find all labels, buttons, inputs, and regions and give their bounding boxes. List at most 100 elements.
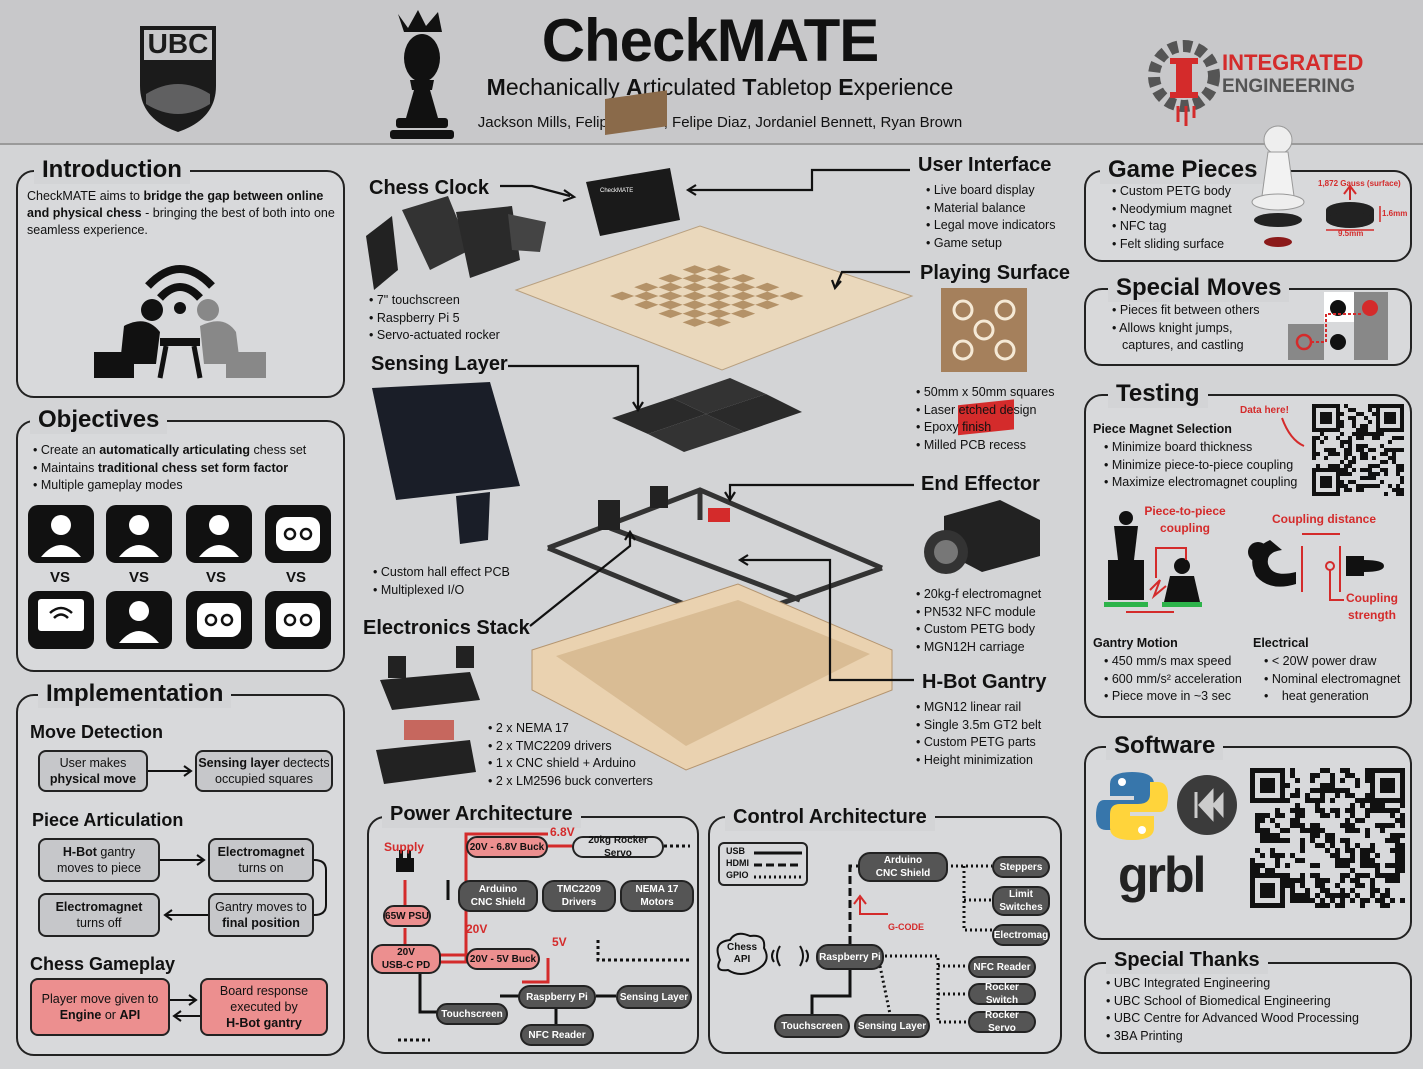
qr-module [1270, 848, 1275, 853]
software-qr-code[interactable] [1250, 768, 1406, 910]
qr-module [1392, 456, 1396, 460]
qr-module [1260, 838, 1265, 843]
electrical-list: < 20W power draw Nominal electromagnet h… [1264, 653, 1401, 706]
list-item: heat generation [1264, 688, 1400, 706]
qr-module [1330, 773, 1335, 778]
qr-module [1364, 476, 1368, 480]
page-subtitle: Mechanically Articulated Tabletop Experi… [486, 74, 954, 100]
pms-list: Minimize board thickness Minimize piece-… [1104, 439, 1298, 492]
qr-module [1335, 793, 1340, 798]
qr-module [1295, 803, 1300, 808]
qr-module [1340, 878, 1345, 883]
qr-module [1320, 808, 1325, 813]
list-item: NFC tag [1112, 218, 1232, 236]
special-moves-title: Special Moves [1108, 274, 1290, 302]
qr-module [1360, 484, 1364, 488]
qr-module [1380, 898, 1385, 903]
qr-module [1310, 788, 1315, 793]
qr-module [1345, 788, 1350, 793]
qr-module [1325, 833, 1330, 838]
list-item: Maximize electromagnet coupling [1104, 474, 1298, 492]
qr-module [1260, 863, 1265, 868]
qr-module [1336, 436, 1340, 440]
qr-module [1348, 460, 1352, 464]
qr-module [1380, 823, 1385, 828]
qr-module [1320, 813, 1325, 818]
qr-module [1364, 468, 1368, 472]
hbot-gantry-list: MGN12 linear rail Single 3.5m GT2 belt C… [916, 699, 1041, 769]
qr-module [1290, 823, 1295, 828]
qr-module [1305, 898, 1310, 903]
page-title: CheckMATE [541, 7, 880, 74]
control-touchscreen-node: Touchscreen [774, 1014, 850, 1038]
qr-module [1360, 476, 1364, 480]
gantry-motion-title: Gantry Motion [1093, 636, 1178, 650]
qr-module [1312, 436, 1316, 440]
list-item: Allows knight jumps, captures, and castl… [1112, 320, 1282, 355]
raspberry-pi-node: Raspberry Pi [518, 985, 596, 1009]
qr-module [1270, 818, 1275, 823]
qr-module [1350, 828, 1355, 833]
qr-module [1345, 808, 1350, 813]
qr-module [1388, 440, 1392, 444]
qr-module [1345, 793, 1350, 798]
qr-module [1365, 773, 1370, 778]
qr-module [1345, 858, 1350, 863]
qr-module [1328, 448, 1332, 452]
qr-module [1380, 468, 1384, 472]
electronics-stack-list: 2 x NEMA 17 2 x TMC2209 drivers 1 x CNC … [488, 720, 653, 790]
board-square [658, 291, 683, 301]
control-wires [0, 0, 992, 1024]
game-pieces-title: Game Pieces [1100, 156, 1266, 184]
qr-module [1400, 436, 1404, 440]
qr-module [1295, 893, 1300, 898]
qr-module [1400, 476, 1404, 480]
qr-module [1352, 416, 1356, 420]
list-item: Minimize board thickness [1104, 439, 1297, 457]
qr-module [1310, 833, 1315, 838]
qr-module [1310, 823, 1315, 828]
qr-module [1340, 420, 1344, 424]
qr-module [1365, 848, 1370, 853]
electronics-stack-title: Electronics Stack [363, 617, 530, 639]
special-move-diagram [0, 0, 1388, 360]
rocker-switch-node: Rocker Switch [968, 982, 1036, 1006]
qr-module [1372, 464, 1376, 468]
list-item: < 20W power draw [1264, 653, 1400, 671]
qr-module [1348, 480, 1352, 484]
qr-module [1285, 798, 1290, 803]
qr-module [1360, 488, 1364, 492]
testing-qr-code[interactable] [1312, 404, 1404, 496]
authors: Jackson Mills, Felipe Nunes, Felipe Diaz… [477, 114, 963, 131]
qr-module [1395, 818, 1400, 823]
special-moves-list: Pieces fit between others Allows knight … [1112, 302, 1282, 355]
qr-module [1370, 878, 1375, 883]
qr-finder [1320, 412, 1332, 424]
sensing-layer-node: Sensing Layer [616, 985, 692, 1009]
qr-module [1316, 436, 1320, 440]
sensing-layer-list: Custom hall effect PCB Multiplexed I/O [373, 564, 510, 599]
qr-module [1250, 863, 1255, 868]
qr-module [1350, 803, 1355, 808]
qr-module [1356, 436, 1360, 440]
qr-module [1396, 488, 1400, 492]
qr-module [1340, 893, 1345, 898]
qr-module [1388, 448, 1392, 452]
qr-module [1320, 878, 1325, 883]
qr-module [1355, 828, 1360, 833]
qr-module [1384, 492, 1388, 496]
objective-item: Maintains traditional chess set form fac… [33, 460, 306, 478]
qr-module [1316, 452, 1320, 456]
qr-module [1360, 903, 1365, 908]
qr-module [1300, 893, 1305, 898]
game-pieces-list: Custom PETG body Neodymium magnet NFC ta… [1112, 183, 1232, 253]
qr-module [1290, 888, 1295, 893]
qr-module [1345, 843, 1350, 848]
list-item: Epoxy finish [916, 419, 1054, 437]
end-effector-list: 20kg-f electromagnet PN532 NFC module Cu… [916, 586, 1041, 656]
qr-module [1324, 448, 1328, 452]
qr-module [1255, 828, 1260, 833]
qr-module [1310, 838, 1315, 843]
list-item: MGN12 linear rail [916, 699, 1041, 717]
